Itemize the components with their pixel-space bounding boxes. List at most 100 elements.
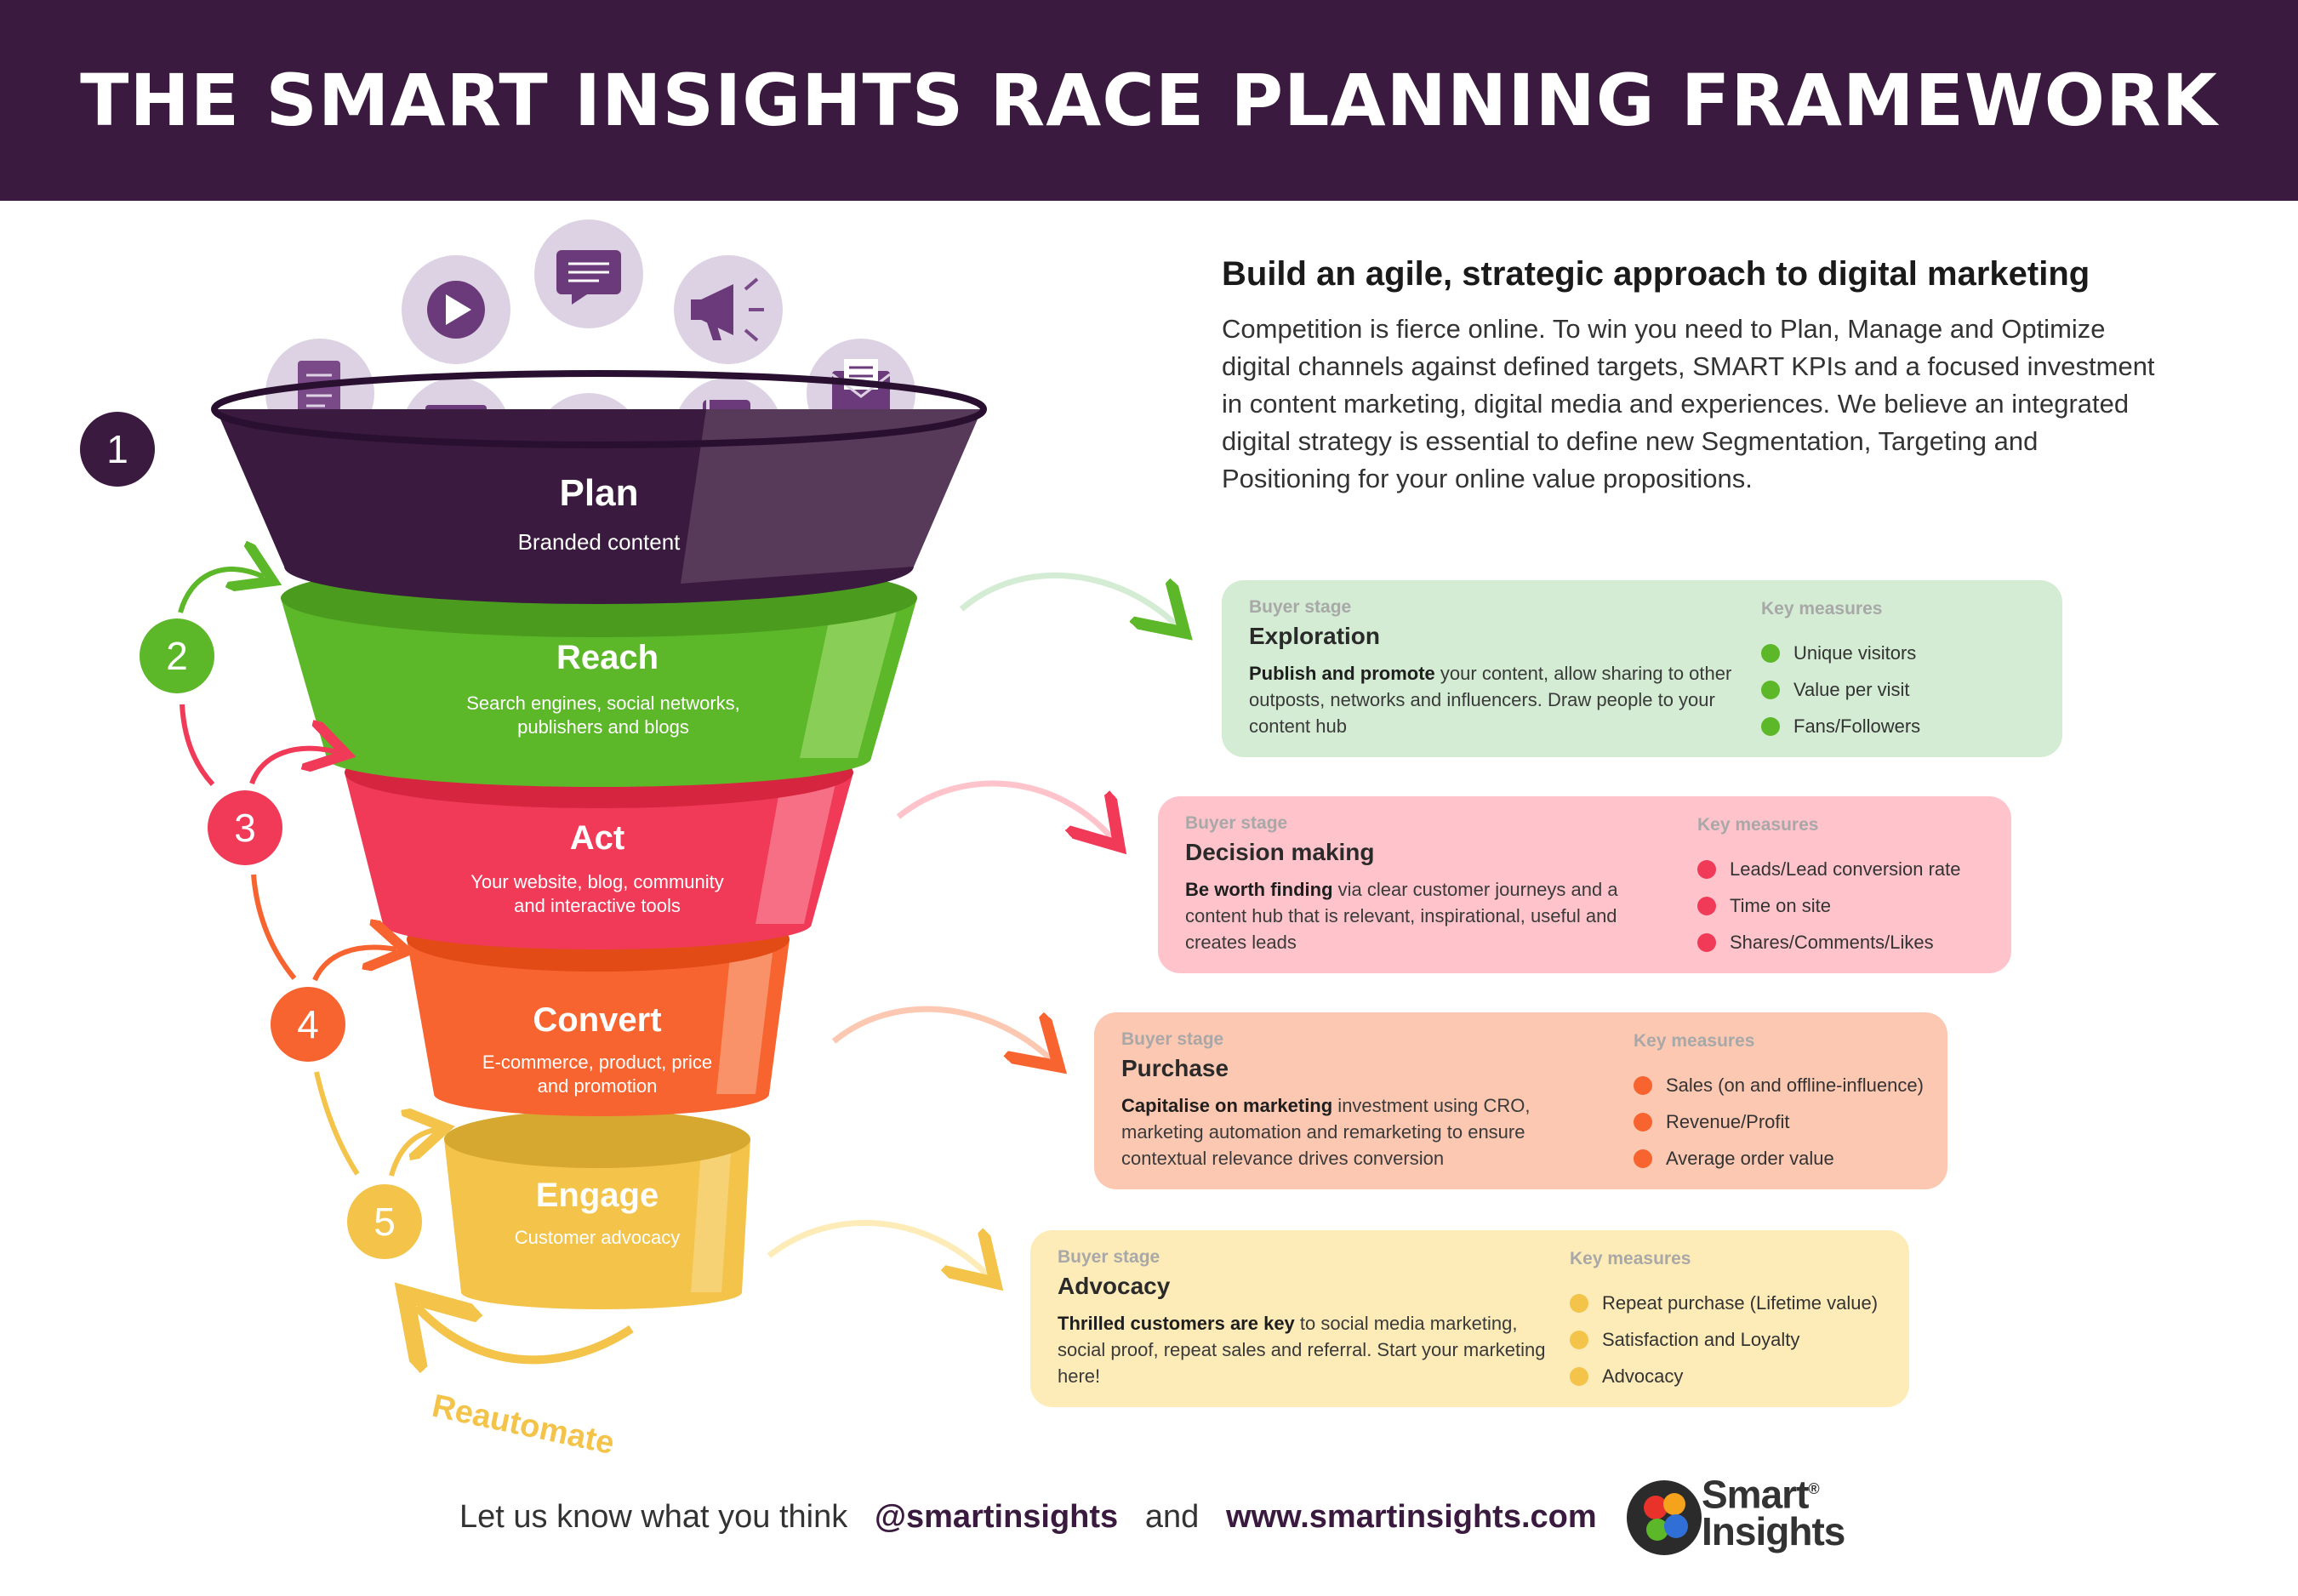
stage-description: Be worth finding via clear customer jour… [1185,876,1679,955]
card-advocacy: Buyer stage Advocacy Thrilled customers … [1030,1230,1909,1407]
key-measures-label: Key measures [1634,1031,1755,1051]
stage-desc-plan: Branded content [518,529,681,555]
buyer-stage-label: Buyer stage [1121,1029,1224,1049]
logo-mark-icon [1627,1480,1702,1555]
race-funnel-diagram: Plan Branded content Reach Search engine… [80,219,1225,1462]
key-measures-list: Sales (on and offline-influence) Revenue… [1634,1067,1957,1177]
key-measures-label: Key measures [1697,815,1819,835]
measure-item: Unique visitors [1761,635,2084,671]
measure-item: Time on site [1697,887,2021,924]
stage-name-plan: Plan [560,472,639,514]
stage-name-reach: Reach [556,639,659,676]
website-link[interactable]: www.smartinsights.com [1225,1499,1597,1535]
bullet-dot-icon [1570,1366,1588,1386]
logo-line-2: Insights [1702,1509,1845,1554]
key-measures-list: Leads/Lead conversion rate Time on site … [1697,851,2021,960]
measure-item: Value per visit [1761,671,2084,708]
arrow-to-act [249,749,337,785]
icon-chat [534,219,643,328]
measure-item: Average order value [1634,1140,1957,1177]
buyer-stage-name: Decision making [1185,839,1375,865]
stage-desc-act-1: Your website, blog, community [470,871,724,892]
logo-line-1: Smart [1702,1472,1809,1517]
description-text: investment using CRO, marketing automati… [1121,1095,1531,1169]
description-highlight: Be worth finding [1185,879,1333,900]
buyer-stage-name: Exploration [1249,623,1381,649]
key-measures-list: Repeat purchase (Lifetime value) Satisfa… [1570,1285,1893,1394]
arrow-to-engage [389,1130,436,1177]
step-4-number: 4 [297,1002,319,1046]
arrow-to-purchase-card [831,1006,1050,1058]
stage-name-convert: Convert [533,1001,661,1039]
reautomate-label: Reautomate [429,1388,617,1462]
step-1-number: 1 [106,427,128,471]
logo-wordmark: Smart® Insights [1702,1470,1845,1554]
step-5-number: 5 [373,1200,396,1244]
footer-and: and [1144,1499,1200,1535]
arrow-to-exploration-card [959,572,1176,624]
bullet-dot-icon [1697,932,1716,952]
stage-desc-convert-2: and promotion [538,1075,658,1097]
bullet-dot-icon [1761,716,1780,736]
title-banner: THE SMART INSIGHTS RACE PLANNING FRAMEWO… [0,0,2298,201]
bullet-dot-icon [1570,1293,1588,1313]
description-text: via clear customer journeys and a conten… [1185,879,1618,953]
arrow-2-to-3 [180,704,215,787]
reautomate-arrow [417,1307,634,1359]
step-1-badge: 1 [80,412,155,487]
arrow-to-advocacy-card [767,1219,987,1274]
arrow-to-decision-card [896,780,1111,837]
smart-insights-logo[interactable] [1622,1467,1843,1569]
bullet-dot-icon [1697,859,1716,879]
arrow-3-to-4 [251,874,297,980]
description-text: to social media marketing, social proof,… [1058,1313,1546,1387]
buyer-stage-name: Advocacy [1058,1273,1171,1299]
registered-mark: ® [1808,1480,1819,1497]
stage-desc-act-2: and interactive tools [514,895,681,916]
arrow-to-convert [312,948,396,982]
stage-description: Capitalise on marketing investment using… [1121,1092,1615,1171]
description-highlight: Publish and promote [1249,663,1435,684]
buyer-stage-label: Buyer stage [1249,597,1352,617]
step-4-badge: 4 [271,987,345,1062]
buyer-stage-name: Purchase [1121,1055,1229,1081]
measure-item: Revenue/Profit [1634,1103,1957,1140]
icon-megaphone [674,255,783,364]
key-measures-label: Key measures [1761,599,1883,618]
stage-desc-reach-1: Search engines, social networks, [466,693,740,714]
bullet-dot-icon [1697,896,1716,915]
stage-description: Publish and promote your content, allow … [1249,660,1742,739]
arrow-to-reach [178,569,264,613]
twitter-handle-link[interactable]: @smartinsights [874,1499,1119,1535]
footer-cta: Let us know what you think @smartinsight… [459,1499,1597,1536]
step-3-badge: 3 [208,790,282,865]
bullet-dot-icon [1570,1330,1588,1349]
card-exploration: Buyer stage Exploration Publish and prom… [1222,580,2062,757]
measure-item: Shares/Comments/Likes [1697,924,2021,960]
description-highlight: Thrilled customers are key [1058,1313,1295,1334]
measure-item: Advocacy [1570,1358,1893,1394]
measure-item: Repeat purchase (Lifetime value) [1570,1285,1893,1321]
description-highlight: Capitalise on marketing [1121,1095,1333,1116]
bullet-dot-icon [1634,1112,1652,1131]
arrow-4-to-5 [314,1071,360,1176]
stage-description: Thrilled customers are key to social med… [1058,1310,1551,1389]
intro-body: Competition is fierce online. To win you… [1222,314,2155,493]
key-measures-label: Key measures [1570,1249,1691,1268]
measure-item: Sales (on and offline-influence) [1634,1067,1957,1103]
bullet-dot-icon [1634,1149,1652,1168]
step-5-badge: 5 [347,1184,422,1259]
key-measures-list: Unique visitors Value per visit Fans/Fol… [1761,635,2084,744]
measure-item: Satisfaction and Loyalty [1570,1321,1893,1358]
icon-video [402,255,510,364]
intro-heading: Build an agile, strategic approach to di… [1222,255,2090,293]
card-decision-making: Buyer stage Decision making Be worth fin… [1158,796,2011,973]
intro-section: Build an agile, strategic approach to di… [1222,255,2166,498]
bullet-dot-icon [1761,643,1780,663]
measure-item: Leads/Lead conversion rate [1697,851,2021,887]
bullet-dot-icon [1634,1075,1652,1095]
measure-item: Fans/Followers [1761,708,2084,744]
stage-desc-engage: Customer advocacy [515,1227,680,1248]
description-text: your content, allow sharing to other out… [1249,663,1732,737]
step-2-number: 2 [166,634,188,678]
